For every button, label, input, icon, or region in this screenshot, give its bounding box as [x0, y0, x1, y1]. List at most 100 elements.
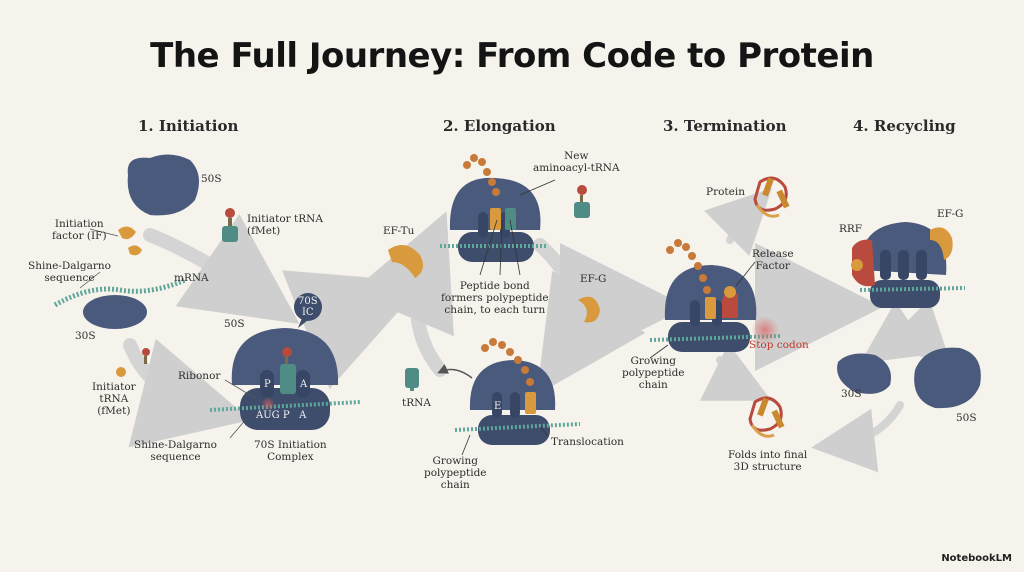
initiation-panel [53, 154, 361, 439]
leader-translocation [539, 426, 549, 437]
stop-codon-glow [751, 316, 779, 344]
term-site-1 [690, 300, 700, 326]
mrna-elong-bottom [454, 422, 581, 432]
initiator-dot [116, 367, 126, 377]
trna-teal-top [505, 208, 516, 230]
termination-panel [649, 176, 790, 438]
leader-sd-bottom [229, 417, 248, 439]
ef-g-recyc [930, 227, 953, 260]
30s-subunit [83, 295, 147, 329]
recyc-50s [914, 347, 981, 409]
label-translocation: Translocation [551, 436, 624, 448]
label-ef-g-recyc: EF-G [937, 208, 964, 220]
label-50s-free: 50S [201, 173, 222, 185]
label-ribonor: Ribonor [178, 370, 221, 382]
release-factor [722, 291, 738, 318]
rrf-cap [851, 259, 863, 271]
recycling-ribosome-small [870, 280, 940, 308]
70s-ic-bubble-tail [298, 318, 308, 328]
label-stop-codon: Stop codon [749, 339, 809, 351]
label-ef-g-elong: EF-G [580, 273, 607, 285]
50s-subunit-free [127, 154, 199, 216]
leader-release [735, 261, 756, 287]
label-folds: Folds into final 3D structure [728, 449, 808, 473]
stage-recycling: 4. Recycling [853, 117, 956, 135]
label-trna: tRNA [402, 397, 431, 409]
rrf [852, 239, 875, 287]
stage-termination: 3. Termination [663, 117, 787, 135]
ejection-arrow [437, 364, 473, 379]
elongation-ribosome-bottom-small [478, 415, 550, 445]
recyc-site-2 [898, 250, 909, 280]
70s-complex-small [240, 388, 330, 430]
label-site-p: P [264, 379, 271, 390]
ef-tu [388, 245, 424, 278]
termination-ribosome-small [668, 322, 750, 352]
release-factor-cap [724, 286, 736, 298]
initiator-trna-small [142, 348, 150, 364]
70s-ic-bubble [294, 293, 322, 321]
label-peptide-bond: Peptide bond formers polypeptide chain, … [441, 280, 549, 316]
initiator-trna-bound [280, 347, 296, 394]
p-site [260, 370, 274, 398]
label-initiator-trna-bottom: Initiator tRNA (fMet) [92, 381, 136, 417]
elongation-ribosome-top-large [449, 177, 541, 230]
stage-elongation: 2. Elongation [443, 117, 556, 135]
free-trna [405, 368, 419, 391]
label-protein: Protein [706, 186, 745, 198]
site-e [492, 392, 502, 418]
protein-folded-top [753, 176, 790, 218]
label-70s-complex: 70S Initiation Complex [254, 439, 327, 463]
a-site [296, 370, 310, 398]
trna-orange-top [490, 208, 501, 230]
site-top-p [478, 212, 488, 238]
brand-label: NotebookLM [941, 553, 1012, 564]
leader-pb-2 [499, 219, 503, 276]
label-50s-complex: 50S [224, 318, 245, 330]
label-30s-recyc: 30S [841, 388, 862, 400]
label-rrf: RRF [839, 223, 863, 235]
stage-initiation: 1. Initiation [138, 117, 239, 135]
leader-if [89, 228, 119, 237]
leader-pb-1 [479, 219, 498, 276]
recyc-site-1 [880, 250, 891, 280]
label-ef-tu: EF-Tu [383, 225, 415, 237]
label-initiator-trna-top: Initiator tRNA (fMet) [247, 213, 323, 237]
peptide-chain-term [666, 239, 711, 294]
recycling-panel [837, 222, 981, 409]
page-title: The Full Journey: From Code to Protein [150, 36, 874, 76]
new-aminoacyl-trna [574, 185, 590, 218]
mrna-strand-top [53, 277, 186, 308]
label-mrna: mRNA [174, 272, 209, 284]
mrna-strand-complex [209, 400, 361, 412]
recyc-site-3 [916, 250, 927, 280]
label-codon-row: AUG P A [256, 410, 307, 421]
trna-orange-bottom [525, 392, 536, 414]
leader-growing-elong [461, 434, 471, 456]
label-initiation-factor: Initiation factor (IF) [52, 218, 107, 242]
leader-growing-term [649, 344, 669, 359]
initiation-factor-2 [128, 245, 142, 256]
label-site-a: A [300, 379, 308, 390]
label-growing-chain-elong: Growing polypeptide chain [424, 455, 487, 491]
leader-ribonor [224, 379, 256, 399]
label-30s: 30S [75, 330, 96, 342]
initiator-trna-top [222, 208, 238, 242]
leader-new-trna [519, 179, 556, 196]
site-p2 [510, 392, 520, 418]
label-shine-dalgarno-bottom: Shine-Dalgarno sequence [134, 439, 217, 463]
leader-sd-top [79, 271, 101, 289]
label-shine-dalgarno-top: Shine-Dalgarno sequence [28, 260, 111, 284]
flow-arrows [123, 188, 952, 473]
label-50s-recyc: 50S [956, 412, 977, 424]
label-release-factor: Release Factor [752, 248, 794, 272]
peptide-chain-bottom [481, 338, 534, 386]
initiation-factor [118, 226, 136, 240]
elongation-panel [388, 154, 600, 456]
start-codon-glow [261, 397, 275, 411]
peptide-chain-top [463, 154, 500, 196]
label-new-trna: New aminoacyl-tRNA [533, 150, 620, 174]
label-growing-chain-term: Growing polypeptide chain [622, 355, 685, 391]
label-70s-ic: 70S IC [298, 296, 318, 318]
